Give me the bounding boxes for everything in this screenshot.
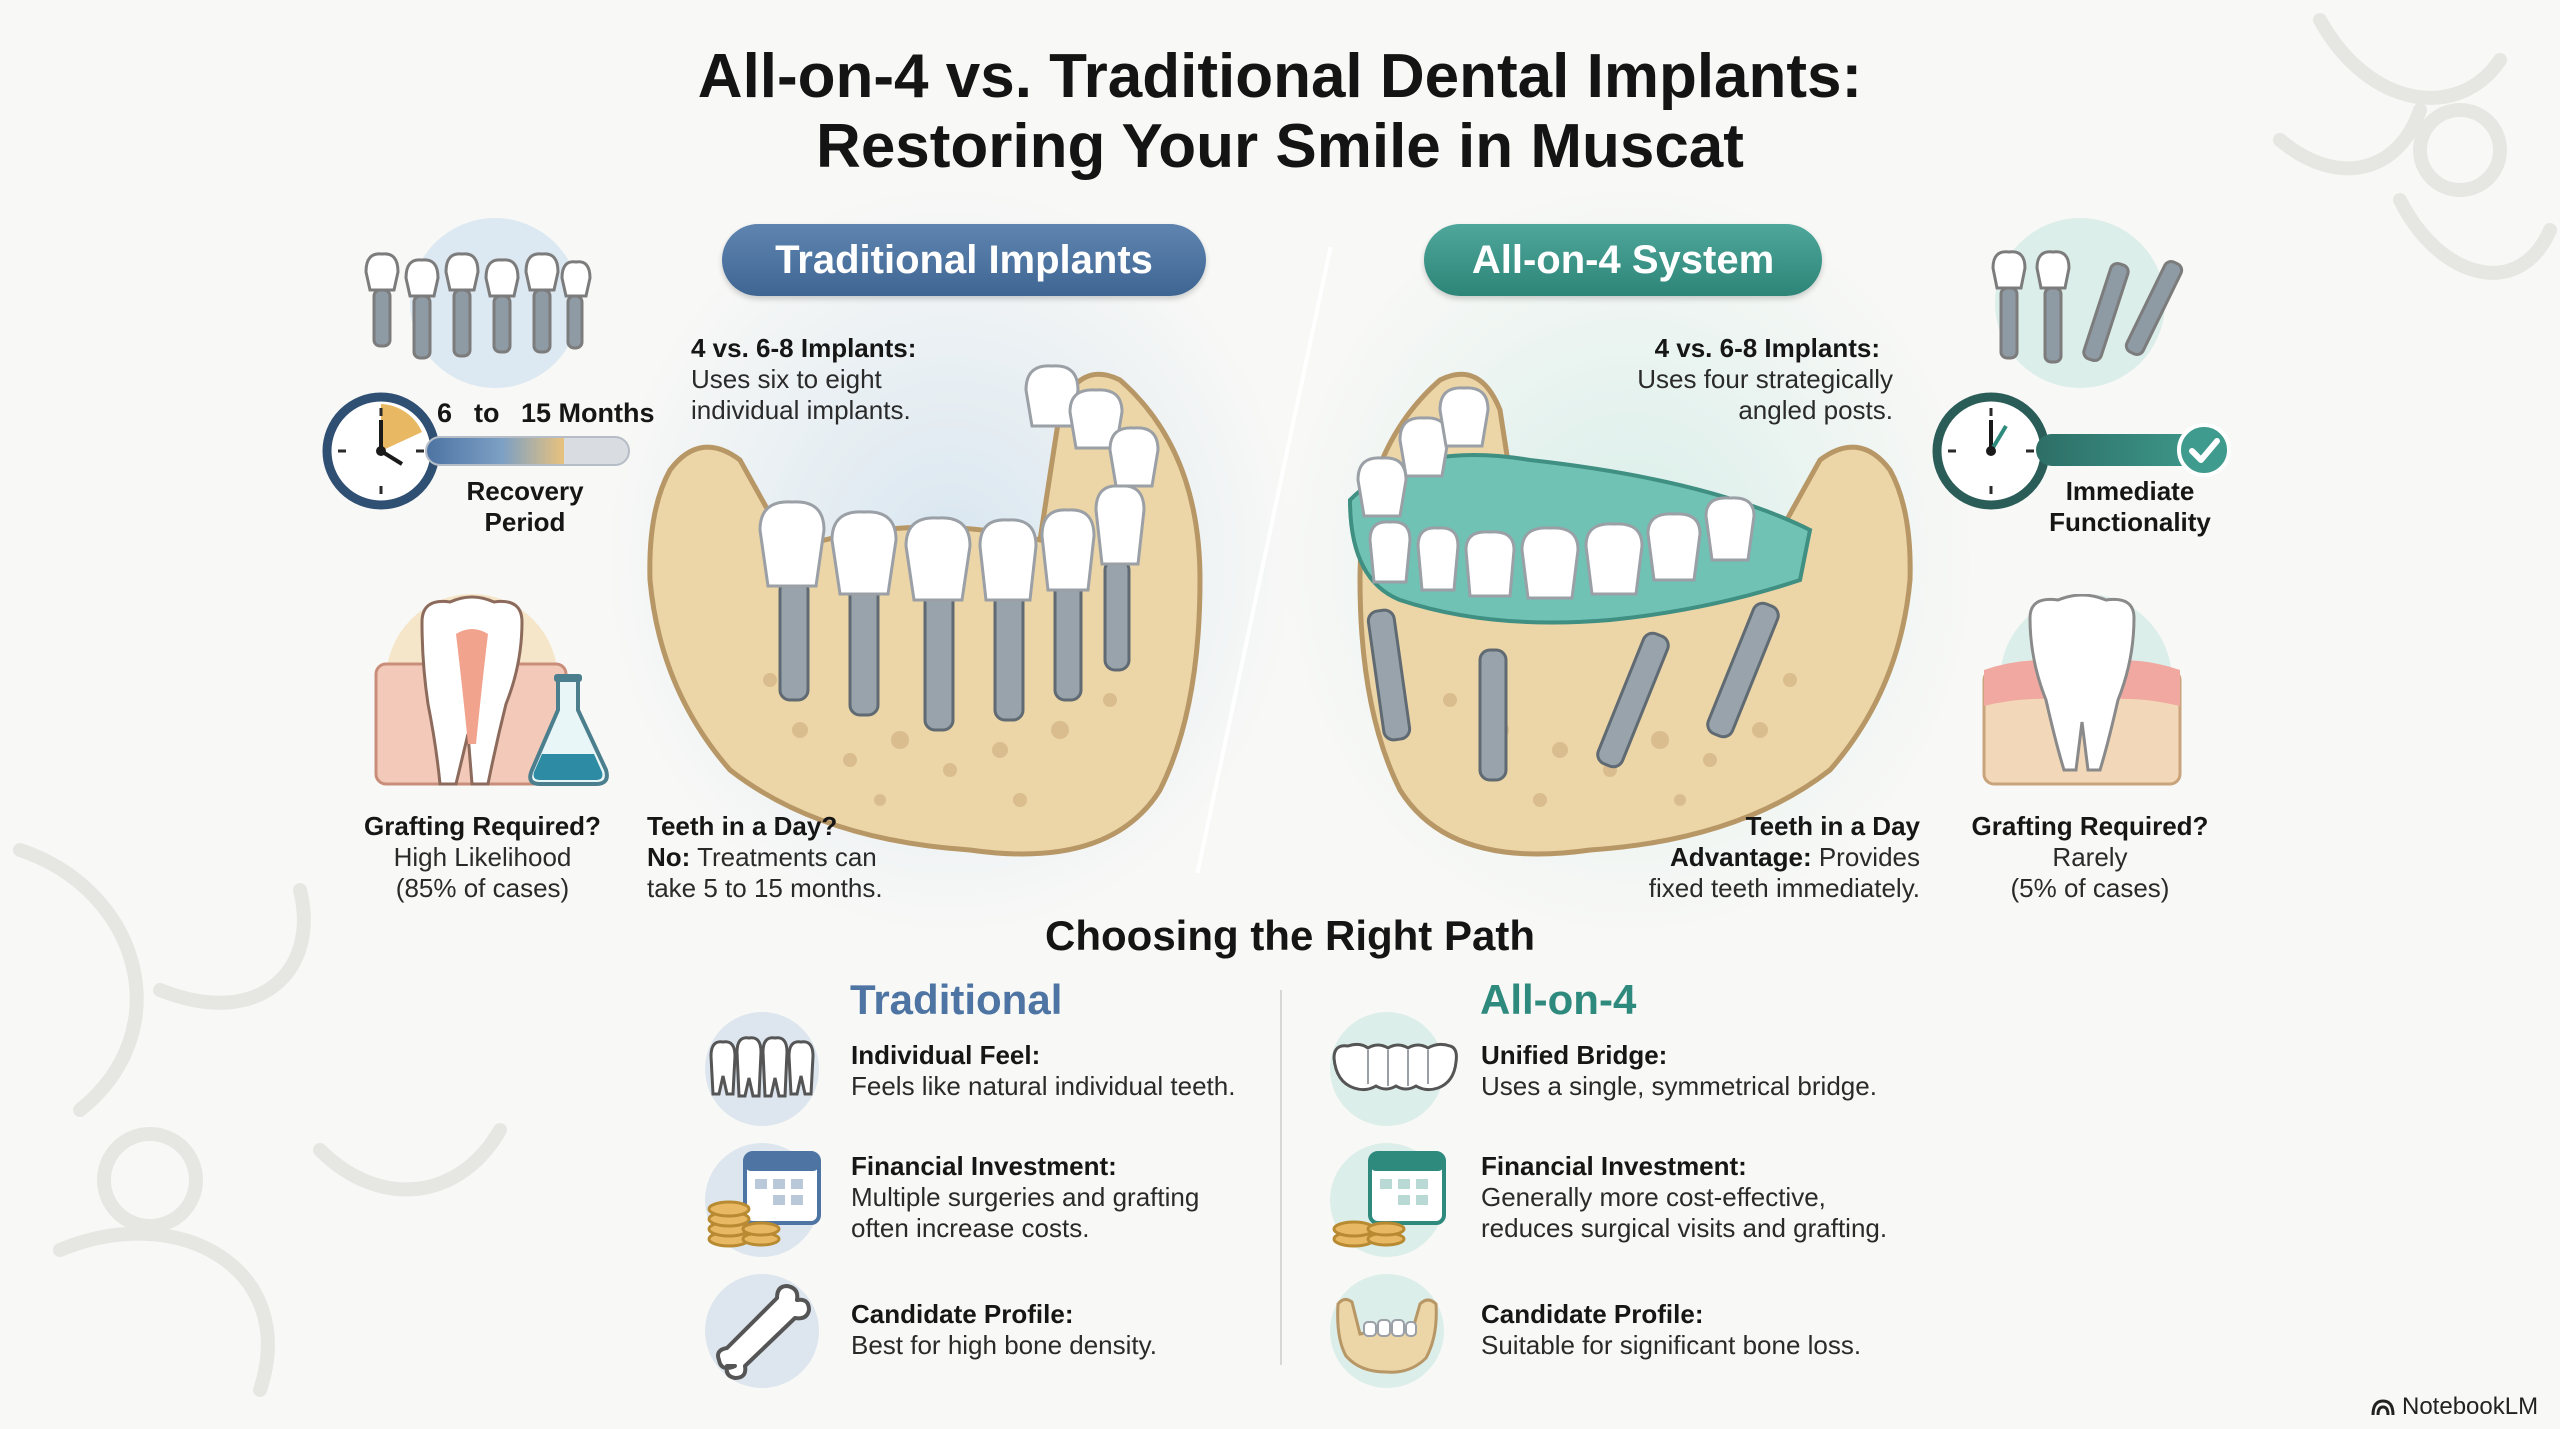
allon4-day-line1: Provides <box>1811 842 1920 872</box>
allon4-implants-line1: Uses four strategically <box>1637 364 1893 394</box>
traditional-item-2-heading: Financial Investment: <box>851 1151 1117 1181</box>
allon4-finance-icon-bg <box>1330 1143 1446 1257</box>
allon4-item-1-line1: Uses a single, symmetrical bridge. <box>1481 1071 1877 1101</box>
allon4-coins-calendar-icon <box>1332 1151 1446 1248</box>
recovery-label-line2: Period <box>484 507 566 537</box>
allon4-implants-heading: 4 vs. 6-8 Implants: <box>1654 333 1880 363</box>
traditional-implants-heading: 4 vs. 6-8 Implants: <box>691 333 917 363</box>
traditional-item-1-line1: Feels like natural individual teeth. <box>851 1071 1236 1101</box>
allon4-grafting-heading: Grafting Required? <box>1971 811 2209 841</box>
tooth-grafting-flask-icon <box>374 594 609 786</box>
notebooklm-logo-icon <box>2371 1399 2395 1416</box>
traditional-finance-icon-bg <box>705 1143 821 1257</box>
traditional-day-answer-bold: No: <box>647 842 691 872</box>
notebooklm-logo: NotebookLM <box>2370 1393 2538 1421</box>
traditional-implants-line1: Uses six to eight <box>691 364 882 394</box>
recovery-clock-icon <box>322 392 440 510</box>
notebooklm-logo-text: NotebookLM <box>2402 1393 2539 1420</box>
allon4-column-title: All-on-4 <box>1480 976 1637 1023</box>
traditional-item-3-heading: Candidate Profile: <box>851 1299 1074 1329</box>
traditional-grafting-detail: (85% of cases) <box>395 873 570 903</box>
ornament-bottom-left <box>13 843 507 1397</box>
jaw-bone-loss-icon <box>1336 1297 1438 1374</box>
allon4-implants-line2: angled posts. <box>1738 395 1893 425</box>
unified-bridge-icon-bg <box>1330 1012 1458 1126</box>
allon4-item-2-heading: Financial Investment: <box>1481 1151 1747 1181</box>
allon4-item-1-heading: Unified Bridge: <box>1481 1040 1668 1070</box>
traditional-jaw-illustration <box>647 364 1203 857</box>
traditional-implants-line2: individual implants. <box>691 395 911 425</box>
recovery-from: 6 <box>437 398 453 428</box>
main-title-line2: Restoring Your Smile in Muscat <box>816 112 1744 181</box>
traditional-column-title: Traditional <box>850 976 1063 1023</box>
comparison-heading: Choosing the Right Path <box>1045 912 1535 959</box>
traditional-implants-pill: Traditional Implants <box>722 224 1206 296</box>
unified-bridge-icon <box>1332 1042 1458 1092</box>
main-title-line1: All-on-4 vs. Traditional Dental Implants… <box>697 42 1863 111</box>
allon4-item-3-heading: Candidate Profile: <box>1481 1299 1704 1329</box>
checkmark-icon <box>2177 423 2231 477</box>
allon4-system-pill: All-on-4 System <box>1424 224 1822 296</box>
allon4-day-line1-wrap: Advantage: Provides <box>1500 842 1920 873</box>
healthy-tooth-icon <box>1982 594 2182 786</box>
allon4-day-bold: Advantage: <box>1670 842 1812 872</box>
comparison-divider <box>1280 990 1282 1365</box>
traditional-item-2-line2: often increase costs. <box>851 1213 1090 1243</box>
angled-implants-icon <box>1991 250 2184 364</box>
traditional-day-answer-line2: take 5 to 15 months. <box>647 873 883 903</box>
individual-teeth-icon-bg <box>705 1012 819 1126</box>
traditional-grafting-value: High Likelihood <box>393 842 572 872</box>
allon4-item-3-line1: Suitable for significant bone loss. <box>1481 1330 1862 1360</box>
traditional-item-3-line1: Best for high bone density. <box>851 1330 1157 1360</box>
recovery-months: 15 Months <box>521 398 655 428</box>
traditional-implants-icon-group <box>360 218 600 388</box>
coins-calendar-icon <box>707 1151 821 1248</box>
recovery-label-line1: Recovery <box>466 476 584 506</box>
allon4-jaw-illustration <box>1347 371 1913 857</box>
recovery-progress-track <box>425 436 630 466</box>
individual-teeth-icon <box>709 1036 815 1098</box>
traditional-day-answer-line1: Treatments can <box>690 842 877 872</box>
allon4-grafting-value: Rarely <box>2052 842 2128 872</box>
allon4-item-2-line1: Generally more cost-effective, <box>1481 1182 1826 1212</box>
bone-icon <box>716 1284 811 1380</box>
immediate-label-line1: Immediate <box>2065 476 2195 506</box>
allon4-day-line2: fixed teeth immediately. <box>1648 873 1920 903</box>
traditional-day-answer-line1-wrap: No: Treatments can <box>647 842 877 873</box>
jaw-bone-loss-icon-bg <box>1330 1274 1444 1388</box>
traditional-item-2-line1: Multiple surgeries and grafting <box>851 1182 1200 1212</box>
multiple-implants-icon <box>364 252 592 360</box>
immediate-label-line2: Functionality <box>2049 507 2211 537</box>
allon4-day-heading: Teeth in a Day <box>1745 811 1920 841</box>
traditional-grafting-heading: Grafting Required? <box>364 811 601 841</box>
traditional-item-1-heading: Individual Feel: <box>851 1040 1041 1070</box>
allon4-item-2-line2: reduces surgical visits and grafting. <box>1481 1213 1888 1243</box>
traditional-day-heading: Teeth in a Day? <box>647 811 838 841</box>
allon4-icon-background <box>1995 218 2165 388</box>
allon4-implants-icon-group <box>1975 218 2215 388</box>
recovery-progress-fill <box>427 438 564 464</box>
recovery-to-word: to <box>474 398 500 428</box>
ornament-top-right <box>2273 13 2557 280</box>
allon4-grafting-detail: (5% of cases) <box>2010 873 2170 903</box>
bone-icon-bg <box>705 1274 819 1388</box>
